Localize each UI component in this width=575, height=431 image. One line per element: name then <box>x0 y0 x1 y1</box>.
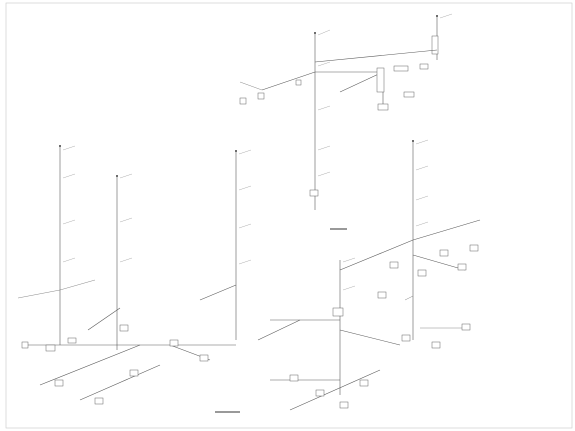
top-right-riser-system <box>239 13 453 230</box>
bottom-left-riser-system <box>17 145 252 413</box>
bottom-right-riser-system <box>257 139 481 411</box>
drawing-border <box>5 2 573 429</box>
